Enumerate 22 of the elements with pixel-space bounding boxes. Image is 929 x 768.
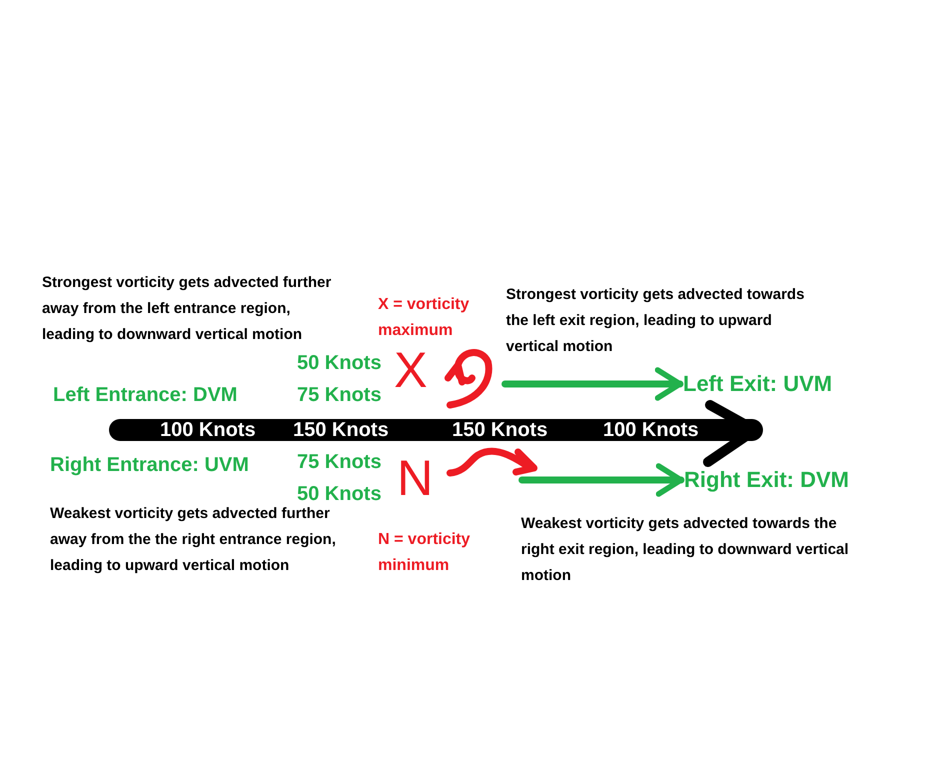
wind-speed-label: 75 Knots: [297, 450, 382, 475]
vorticity-maximum-mark: X: [394, 341, 428, 400]
arrow: [502, 367, 684, 401]
explanation-text: Weakest vorticity gets advected towards the right exit region, leading to downward vertical motion: [521, 514, 850, 586]
wind-speed-label: 100 Knots: [160, 418, 256, 443]
wind-speed-label: 100 Knots: [603, 418, 699, 443]
legend-note: X = vorticity maximum: [378, 295, 470, 341]
arrow: [518, 463, 684, 497]
wind-speed-label: 150 Knots: [452, 418, 548, 443]
region-label: Left Entrance: DVM: [53, 383, 238, 408]
wind-speed-label: 75 Knots: [297, 383, 382, 408]
region-label: Left Exit: UVM: [683, 371, 832, 397]
region-label: Right Entrance: UVM: [50, 453, 249, 478]
explanation-text: Strongest vorticity gets advected towards the left exit region, leading to upward vertical motion: [506, 285, 806, 357]
explanation-text: Weakest vorticity gets advected further away from the the right entrance region, leading to upward vertical motion: [50, 504, 337, 576]
wind-speed-label: 50 Knots: [297, 351, 382, 376]
explanation-text: Strongest vorticity gets advected further away from the left entrance region, leading to downward vertical motion: [42, 273, 332, 345]
wind-speed-label: 150 Knots: [293, 418, 389, 443]
wind-speed-label: 50 Knots: [297, 482, 382, 507]
region-label: Right Exit: DVM: [684, 467, 849, 493]
vorticity-minimum-mark: N: [397, 449, 434, 508]
legend-note: N = vorticity minimum: [378, 530, 472, 576]
